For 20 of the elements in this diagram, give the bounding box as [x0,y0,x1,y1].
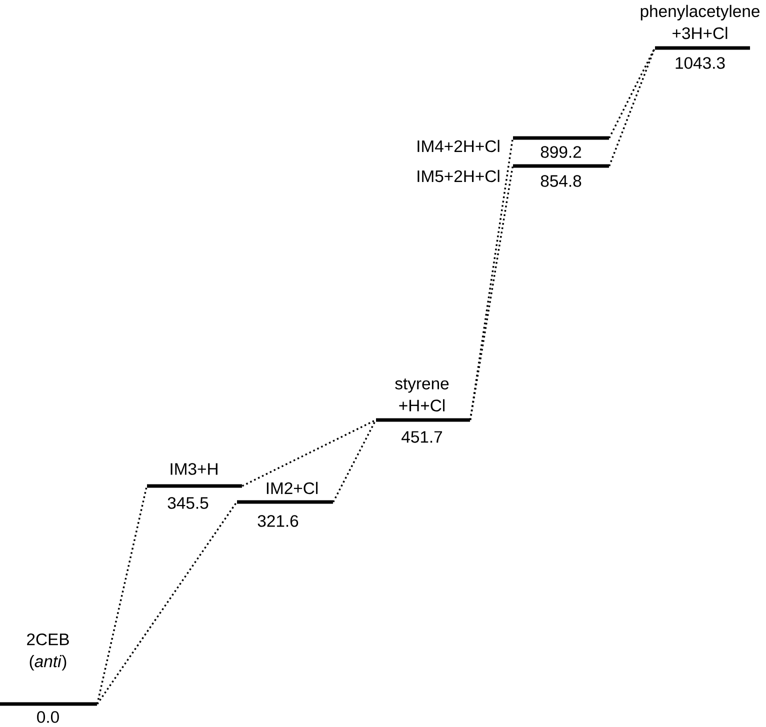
state-label: 2CEB (anti) [27,633,69,671]
dotted-connector [96,486,148,704]
state-label: IM2+Cl [266,482,318,494]
energy-value: 0.0 [37,711,59,723]
energy-value: 345.5 [168,497,208,509]
energy-value: 1043.3 [676,57,725,69]
energy-value: 451.7 [402,431,442,443]
energy-value: 321.6 [258,515,298,527]
state-label: IM3+H [170,463,218,475]
state-label: IM5+2H+Cl [418,170,500,182]
dotted-connector [608,48,656,138]
energy-value: 899.2 [540,146,582,158]
state-label: styrene +H+Cl [395,378,449,412]
energy-value: 854.8 [540,175,582,187]
dotted-connector [332,420,376,502]
dotted-connector [96,502,238,704]
dotted-connector [242,419,376,487]
dotted-connector [608,48,656,166]
state-label: IM4+2H+Cl [418,140,500,152]
state-label: phenylacetylene +3H+Cl [640,4,760,40]
